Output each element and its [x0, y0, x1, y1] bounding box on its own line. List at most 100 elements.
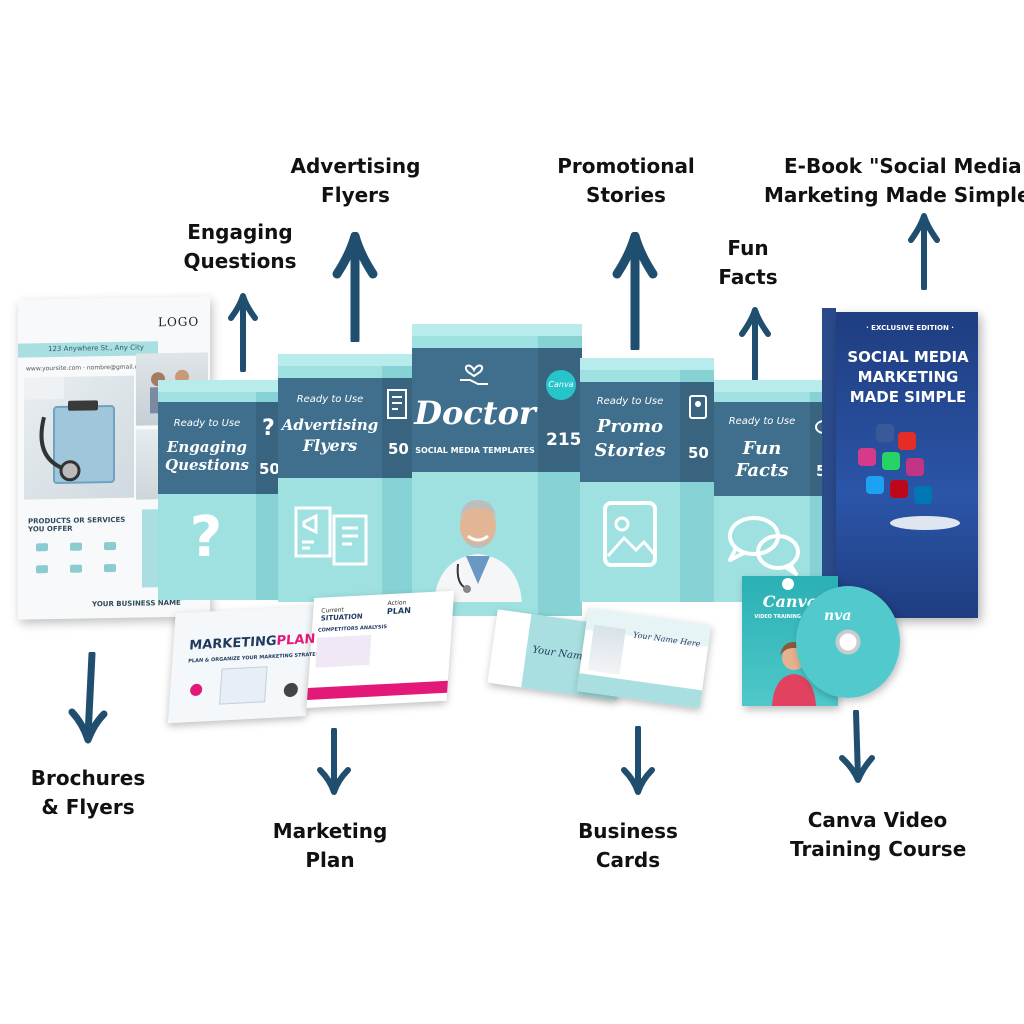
label-engaging-questions: Engaging Questions	[180, 218, 300, 276]
podium	[890, 516, 960, 530]
label-promotional-stories: Promotional Stories	[550, 152, 702, 210]
brochure-products: PRODUCTS OR SERVICES YOU OFFER	[28, 515, 126, 534]
label-line: Marketing	[272, 819, 388, 843]
dvd-sub: VIDEO TRAINING COURSE	[754, 614, 826, 620]
brochure-icons	[28, 541, 138, 584]
label-line: Stories	[586, 183, 666, 207]
canva-badge: Canva	[546, 370, 576, 400]
messenger-icon	[858, 448, 876, 466]
card-photo	[587, 624, 626, 675]
plan-title-accent: PLAN	[275, 631, 316, 649]
label-line: Engaging	[187, 220, 293, 244]
plan-action-plan: PLAN	[386, 605, 412, 617]
box-count: 215	[546, 430, 582, 450]
doctor-illustration	[434, 500, 522, 602]
arrow-down-icon	[68, 652, 108, 744]
question-mark-icon: ?	[262, 416, 275, 441]
plan-calendar	[219, 666, 268, 705]
label-line: Training Course	[790, 837, 967, 861]
box-title-line1: Fun	[742, 438, 782, 459]
label-ebook: E-Book "Social Media Marketing Made Simp…	[764, 152, 1024, 210]
label-brochures-flyers: Brochures & Flyers	[28, 764, 148, 822]
label-line: Fun	[727, 236, 769, 260]
box-title-line2: Stories	[594, 440, 666, 461]
label-line: Cards	[595, 848, 661, 872]
dvd-title: Canva	[762, 592, 818, 611]
stethoscope-icon	[24, 376, 115, 484]
box-doctor: Doctor SOCIAL MEDIA TEMPLATES Canva 215	[412, 324, 582, 616]
label-line: Questions	[183, 249, 297, 273]
brochure-photo-stethoscope	[24, 375, 134, 500]
arrow-down-icon	[621, 726, 655, 795]
twitter-icon	[866, 476, 884, 494]
brochure-logo: LOGO	[158, 314, 200, 330]
dvd-disc-title: nva	[824, 608, 852, 624]
arrow-up-icon	[739, 307, 771, 384]
label-line: Brochures	[30, 766, 146, 790]
box-advertising-flyers: Ready to Use Advertising Flyers 50	[278, 354, 414, 602]
arrow-up-icon	[612, 232, 658, 350]
ebook-cover: · EXCLUSIVE EDITION · SOCIAL MEDIA MARKE…	[822, 308, 978, 620]
arrow-up-icon	[228, 293, 258, 372]
flyer-icon	[387, 389, 407, 419]
label-line: Plan	[305, 848, 355, 872]
box-ready-text: Ready to Use	[728, 416, 796, 427]
linkedin-icon	[914, 486, 932, 504]
label-line: E-Book "Social Media	[784, 154, 1022, 178]
arrow-up-icon	[908, 213, 940, 290]
label-line: Business	[578, 819, 678, 843]
plan-note	[315, 634, 372, 668]
megaphone-flyer-icon	[294, 506, 368, 566]
box-engaging-questions: Ready to Use Engaging Questions 50 ? ?	[158, 380, 282, 600]
facebook-icon	[876, 424, 894, 442]
brochure-address: 123 Anywhere St., Any City	[48, 343, 144, 354]
question-mark-icon: ?	[189, 505, 223, 570]
label-canva-course: Canva Video Training Course	[790, 806, 967, 864]
doctor-subtitle: SOCIAL MEDIA TEMPLATES	[415, 446, 535, 455]
marketing-plan-book: MARKETINGPLAN PLAN & ORGANIZE YOUR MARKE…	[167, 590, 455, 726]
arrow-down-icon	[317, 728, 351, 795]
arrow-up-icon	[332, 232, 378, 342]
arrow-down-icon	[839, 710, 875, 783]
pinterest-icon	[890, 480, 908, 498]
dvd-play-icon	[782, 578, 794, 590]
label-line: Canva Video	[807, 808, 948, 832]
doctor-photo	[426, 484, 530, 602]
box-ready-text: Ready to Use	[296, 394, 364, 405]
doctor-title: Doctor	[414, 394, 536, 432]
box-ready-text: Ready to Use	[596, 396, 664, 407]
box-title-line2: Facts	[735, 460, 789, 481]
ebook-title-1: SOCIAL MEDIA	[847, 348, 969, 366]
label-line: Promotional	[557, 154, 695, 178]
business-card-2: Your Name Here	[576, 607, 712, 709]
box-promo-stories: Ready to Use Promo Stories 50	[580, 358, 714, 602]
box-title-line1: Promo	[596, 416, 664, 437]
ebook-title-3: MADE SIMPLE	[849, 388, 967, 406]
box-fun-facts: Ready to Use Fun Facts 50	[714, 380, 840, 602]
label-line: Facts	[718, 265, 778, 289]
label-fun-facts: Fun Facts	[710, 234, 786, 292]
label-advertising-flyers: Advertising Flyers	[283, 152, 428, 210]
youtube-icon	[898, 432, 916, 450]
label-marketing-plan: Marketing Plan	[270, 817, 390, 875]
heart-hand-icon	[460, 364, 488, 385]
label-line: Marketing Made Simple	[764, 183, 1024, 207]
label-line: & Flyers	[41, 795, 135, 819]
social-icons-cluster	[846, 424, 966, 534]
label-line: Advertising	[290, 154, 421, 178]
box-count: 50	[388, 440, 409, 458]
brochure-contact: www.yoursite.com · nombre@gmail.com	[26, 363, 148, 373]
brochure-business: YOUR BUSINESS NAME	[92, 598, 181, 609]
ebook-title-2: MARKETING	[857, 368, 959, 386]
box-count: 50	[259, 460, 280, 478]
picture-icon	[603, 501, 657, 567]
speech-bubbles-icon	[728, 516, 800, 576]
image-icon	[689, 395, 707, 419]
ebook-edition: · EXCLUSIVE EDITION ·	[866, 324, 954, 332]
box-title-line2: Flyers	[302, 436, 358, 455]
box-count: 50	[688, 444, 709, 462]
canva-dvd-disc: nva	[796, 586, 900, 698]
box-title-line1: Engaging	[166, 438, 248, 456]
box-title-line2: Questions	[165, 456, 249, 474]
box-title-line1: Advertising	[281, 416, 379, 434]
